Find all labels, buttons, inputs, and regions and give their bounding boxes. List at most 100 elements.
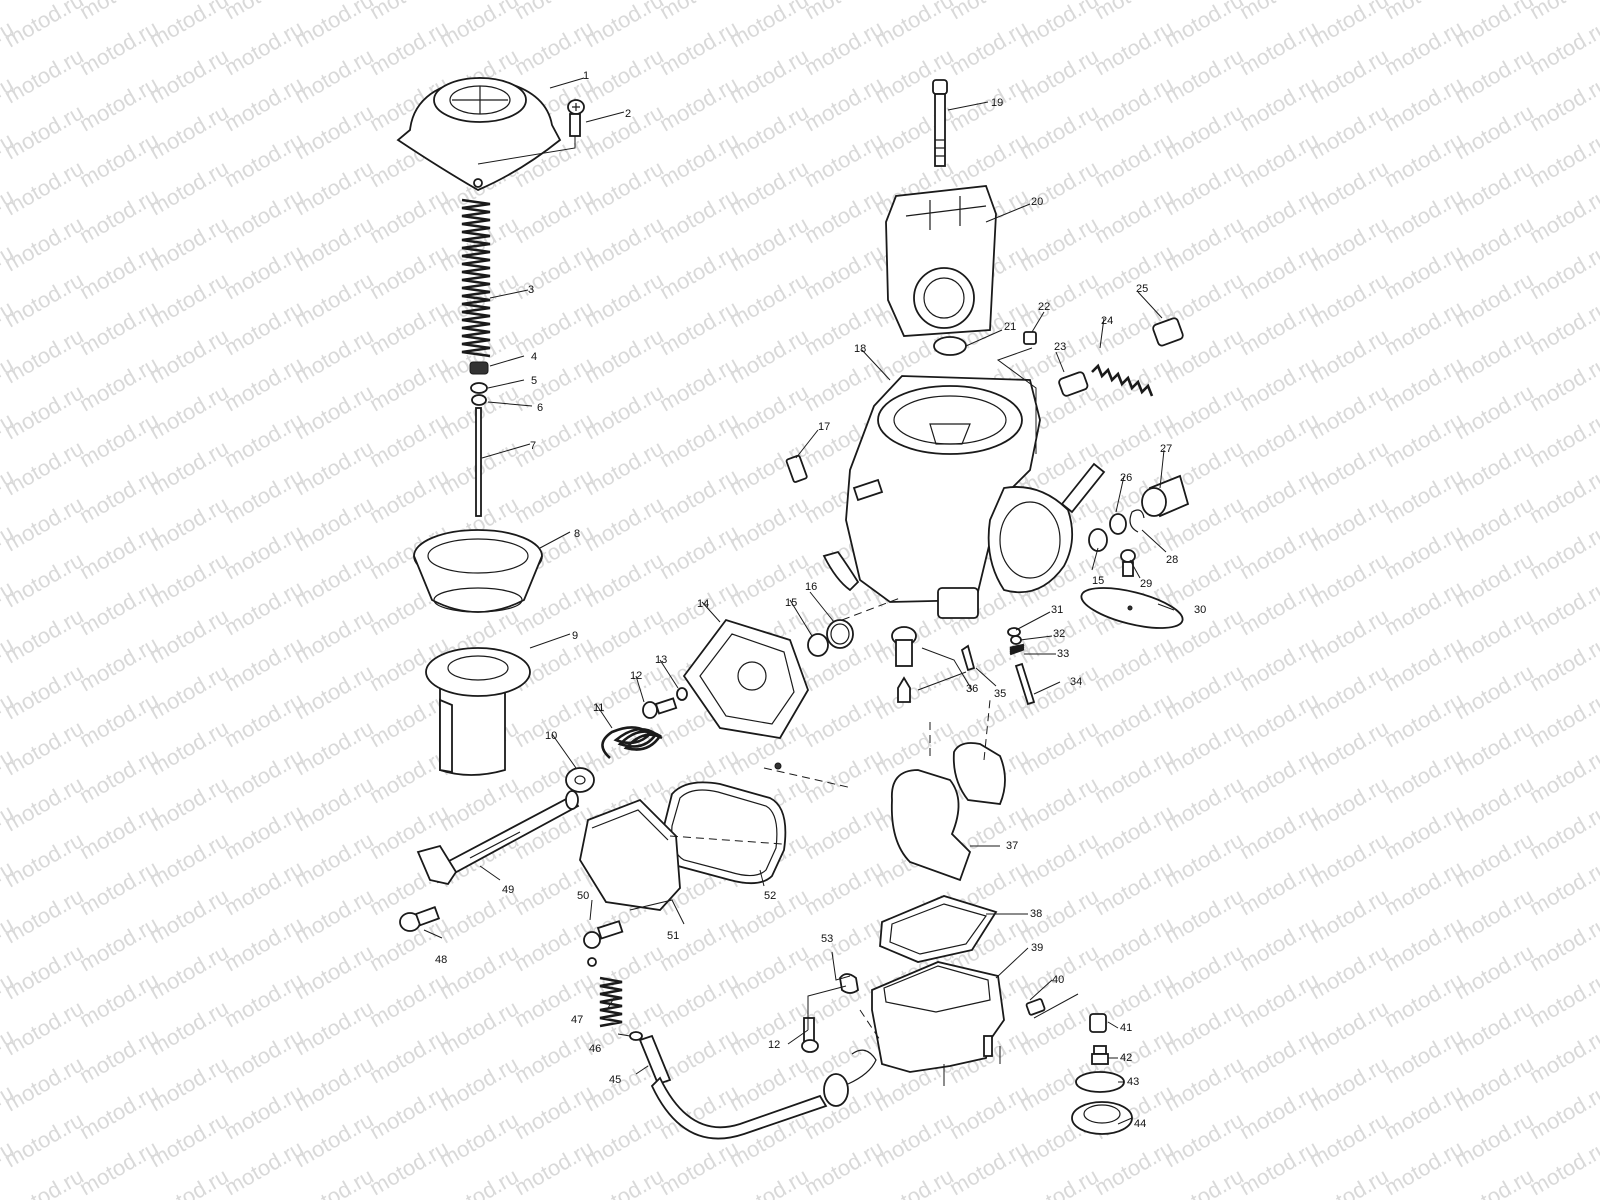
watermark-text: motod.ru (1525, 0, 1600, 24)
watermark-text: motod.ru (1525, 71, 1600, 136)
top-cap (396, 77, 562, 192)
watermark-text: motod.ru (220, 1135, 308, 1200)
watermark-text: motod.ru (1525, 1079, 1600, 1144)
cover-51 (579, 798, 681, 911)
watermark-text: motod.ru (1525, 743, 1600, 808)
watermark-text: motod.ru (1525, 295, 1600, 360)
jet-22 (1023, 331, 1037, 345)
screw-29 (1120, 549, 1136, 577)
plunger-19 (932, 79, 948, 167)
label-23: 23 (1054, 341, 1066, 353)
label-11: 11 (593, 702, 604, 714)
label-26: 26 (1120, 472, 1132, 484)
label-6: 6 (537, 402, 543, 414)
watermark-text: motod.ru (1525, 1023, 1600, 1088)
label-46: 46 (589, 1043, 601, 1055)
label-45: 45 (609, 1074, 621, 1086)
label-33: 33 (1057, 648, 1069, 660)
label-52: 52 (764, 890, 776, 902)
leader-lines (423, 77, 1175, 1125)
label-35: 35 (994, 688, 1006, 700)
label-19: 19 (991, 97, 1003, 109)
watermark-text: motod.ru (510, 1135, 598, 1200)
label-17: 17 (818, 421, 830, 433)
label-41: 41 (1120, 1022, 1132, 1034)
float-37 (890, 742, 1006, 882)
watermark-text: motod.ru (1525, 855, 1600, 920)
label-53: 53 (821, 933, 833, 945)
label-22: 22 (1038, 301, 1050, 313)
label-37: 37 (1006, 840, 1018, 852)
watermark-text: motod.ru (1525, 183, 1600, 248)
label-51: 51 (667, 930, 679, 942)
label-28: 28 (1166, 554, 1178, 566)
screw-40 (1025, 998, 1046, 1016)
label-25: 25 (1136, 283, 1148, 295)
slide-9 (425, 647, 531, 776)
label-30: 30 (1194, 604, 1206, 616)
dashed-lines (669, 597, 991, 1041)
watermark-text: motod.ru (1525, 15, 1600, 80)
watermark-text: motod.ru (655, 1135, 743, 1200)
label-16: 16 (805, 581, 817, 593)
cover-14 (682, 618, 809, 770)
rings-15-16 (807, 619, 854, 657)
watermark-text: motod.ru (1525, 127, 1600, 192)
label-12: 12 (630, 670, 642, 682)
gasket-38 (879, 895, 998, 963)
cable-45 (638, 1034, 877, 1140)
label-15: 15 (785, 597, 797, 609)
washer-10 (565, 767, 595, 793)
label-4: 4 (531, 351, 537, 363)
watermark-text: motod.ru (1525, 911, 1600, 976)
watermark-text: motod.ru (1380, 1135, 1468, 1200)
label-9: 9 (572, 630, 578, 642)
watermark-text: motod.ru (1525, 463, 1600, 528)
label-31: 31 (1051, 604, 1063, 616)
label-40: 40 (1052, 974, 1064, 986)
spring-11 (601, 726, 663, 759)
watermark-text: motod.ru (1525, 407, 1600, 472)
screw-12 (642, 697, 678, 719)
body-18 (822, 375, 1106, 619)
label-47: 47 (571, 1014, 583, 1026)
screw-12b (801, 1017, 819, 1053)
label-15b: 15 (1092, 575, 1104, 587)
label-1: 1 (583, 70, 589, 82)
label-48: 48 (435, 954, 447, 966)
label-7: 7 (530, 440, 536, 452)
label-10: 10 (545, 730, 557, 742)
clip-53 (839, 973, 859, 994)
label-5: 5 (531, 375, 537, 387)
watermark-text: motod.ru (1525, 519, 1600, 584)
label-13: 13 (655, 654, 667, 666)
label-12b: 12 (768, 1039, 780, 1051)
watermark-text: motod.ru (1525, 239, 1600, 304)
label-44: 44 (1134, 1118, 1146, 1130)
watermark-text: motod.ru (1525, 351, 1600, 416)
holder-20 (885, 185, 997, 337)
label-8: 8 (574, 528, 580, 540)
needle-23-24-25 (1058, 317, 1184, 397)
spring-3 (461, 198, 491, 358)
pin-17 (785, 454, 808, 483)
parts-26-27-28 (1088, 474, 1190, 552)
diaphragm-8 (413, 529, 543, 613)
screw-50 (583, 920, 624, 949)
label-20: 20 (1031, 196, 1043, 208)
watermark-text: motod.ru (1525, 687, 1600, 752)
watermark-text: motod.ru (75, 1135, 163, 1200)
label-27: 27 (1160, 443, 1172, 455)
label-2: 2 (625, 108, 631, 120)
watermark-text: motod.ru (1525, 1135, 1600, 1200)
plate-30 (1080, 587, 1184, 629)
label-29: 29 (1140, 578, 1152, 590)
part-labels: 1 2 3 4 5 6 7 8 9 10 11 12 13 14 15 16 1… (435, 70, 1206, 1130)
watermark-text: motod.ru (1235, 1135, 1323, 1200)
label-14: 14 (697, 598, 709, 610)
label-50: 50 (577, 890, 589, 902)
screw-48 (399, 906, 441, 932)
label-18: 18 (854, 343, 866, 355)
label-3: 3 (528, 284, 534, 296)
